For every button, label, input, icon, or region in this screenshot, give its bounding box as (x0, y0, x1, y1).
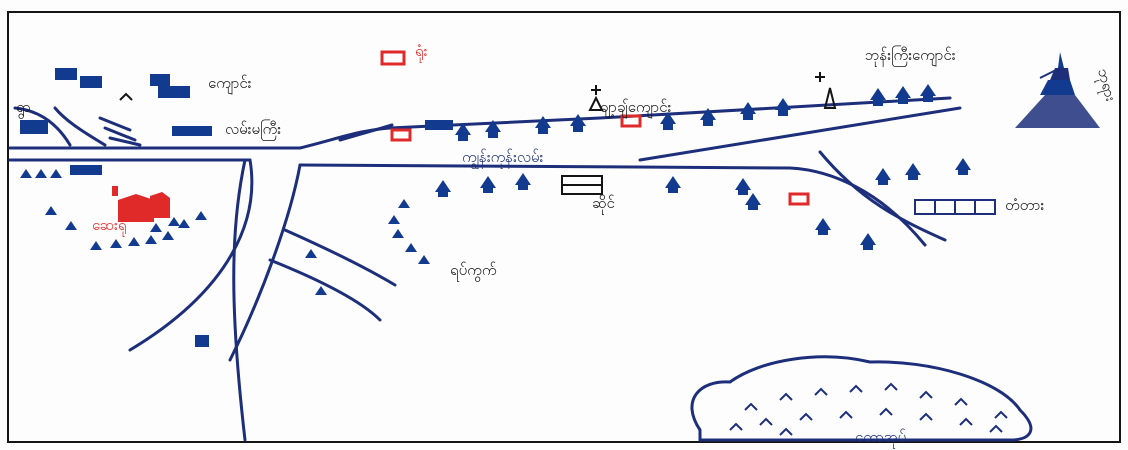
house-marker (405, 243, 417, 252)
house-marker (570, 114, 586, 132)
label-office-red: ရုံး (415, 42, 428, 63)
house-marker (660, 112, 676, 130)
map-frame (7, 11, 1121, 443)
house-marker (90, 211, 207, 250)
house-marker (55, 68, 77, 80)
church-cross-icon (588, 85, 604, 111)
forest-outline (690, 355, 1033, 442)
house-marker (905, 163, 921, 180)
house-marker (392, 229, 404, 238)
side-lane-lower (268, 258, 382, 322)
house-marker (870, 88, 886, 106)
forest-area (690, 355, 1033, 442)
house-marker (70, 165, 102, 175)
house-marker (150, 74, 170, 86)
house-marker (20, 120, 48, 134)
house-marker (955, 158, 971, 175)
house-marker (735, 178, 751, 195)
church-markers (119, 72, 837, 195)
house-marker (895, 86, 911, 104)
clinic-building-icon (118, 194, 154, 222)
left-junction-hatch (98, 116, 142, 147)
house-marker (665, 176, 681, 193)
church-cross-icon (815, 72, 825, 82)
red-office-marker (390, 128, 412, 142)
roof-stroke (119, 92, 133, 101)
forest-trees (729, 382, 1008, 436)
main-road-top-edge (8, 96, 952, 150)
house-marker (920, 84, 936, 102)
house-marker (740, 102, 756, 120)
red-clinic-building (112, 186, 170, 222)
red-office-marker (620, 114, 642, 128)
branch-road-right (818, 150, 947, 242)
house-marker (775, 98, 791, 116)
label-village-left: ရွာ (16, 98, 31, 119)
label-lower-ward: ရပ်ကွက် (450, 261, 497, 282)
pagoda-icon (1015, 52, 1100, 128)
red-office-marker (380, 50, 406, 66)
label-church: ချာ့ချ်ကျောင်း (600, 98, 671, 119)
house-marker (418, 255, 430, 264)
south-road-left-edge (128, 158, 254, 352)
label-bridge: တံတား (1005, 196, 1044, 214)
house-marker (158, 86, 190, 98)
label-pagoda: ဘုရား (1091, 66, 1120, 104)
house-marker (45, 206, 77, 230)
house-marker (745, 193, 761, 210)
left-junction-road-b (53, 106, 107, 147)
labels-layer: ကျောင်း ဘုန်းကြီးကျောင်း ရွာ လမ်းမကြီး ရ… (16, 42, 1120, 449)
red-markers (380, 50, 810, 206)
house-marker (150, 217, 180, 232)
house-marker (455, 123, 471, 141)
house-marker (172, 126, 212, 136)
house-marker (815, 218, 831, 235)
connector-road (338, 123, 394, 142)
label-school-top: ကျောင်း (208, 74, 252, 95)
house-marker (388, 215, 400, 224)
house-marker (195, 335, 209, 347)
house-marker (700, 108, 716, 126)
house-marker (485, 120, 501, 138)
house-marker (860, 233, 876, 250)
house-marker (20, 169, 62, 178)
house-marker (480, 176, 496, 193)
left-junction-road-a (13, 106, 72, 147)
house-marker (315, 286, 327, 295)
house-marker (305, 249, 317, 258)
side-lane-upper (283, 228, 397, 287)
house-marker (80, 76, 102, 88)
red-office-marker (788, 192, 810, 206)
label-store: ဆိုင် (592, 194, 615, 215)
house-marker (435, 180, 451, 197)
bridge-structure (914, 199, 996, 215)
south-lane (232, 158, 247, 442)
house-marker (398, 199, 410, 208)
house-marker (875, 168, 891, 185)
house-marker (425, 120, 453, 130)
roads-layer (8, 96, 962, 442)
house-marker (515, 173, 531, 190)
label-monastery: ဘုန်းကြီးကျောင်း (865, 45, 956, 67)
label-main-road: ကျွန်းကုန်းလမ်း (462, 148, 544, 170)
label-forest: တောအုပ် (855, 428, 906, 449)
steeple-icon (823, 87, 837, 109)
upper-road-lower-edge (638, 106, 962, 162)
label-clinic: ဆေးရုံ (92, 216, 126, 237)
house-marker (535, 116, 551, 134)
label-road-left: လမ်းမကြီး (225, 119, 281, 141)
houses-layer (20, 68, 971, 347)
